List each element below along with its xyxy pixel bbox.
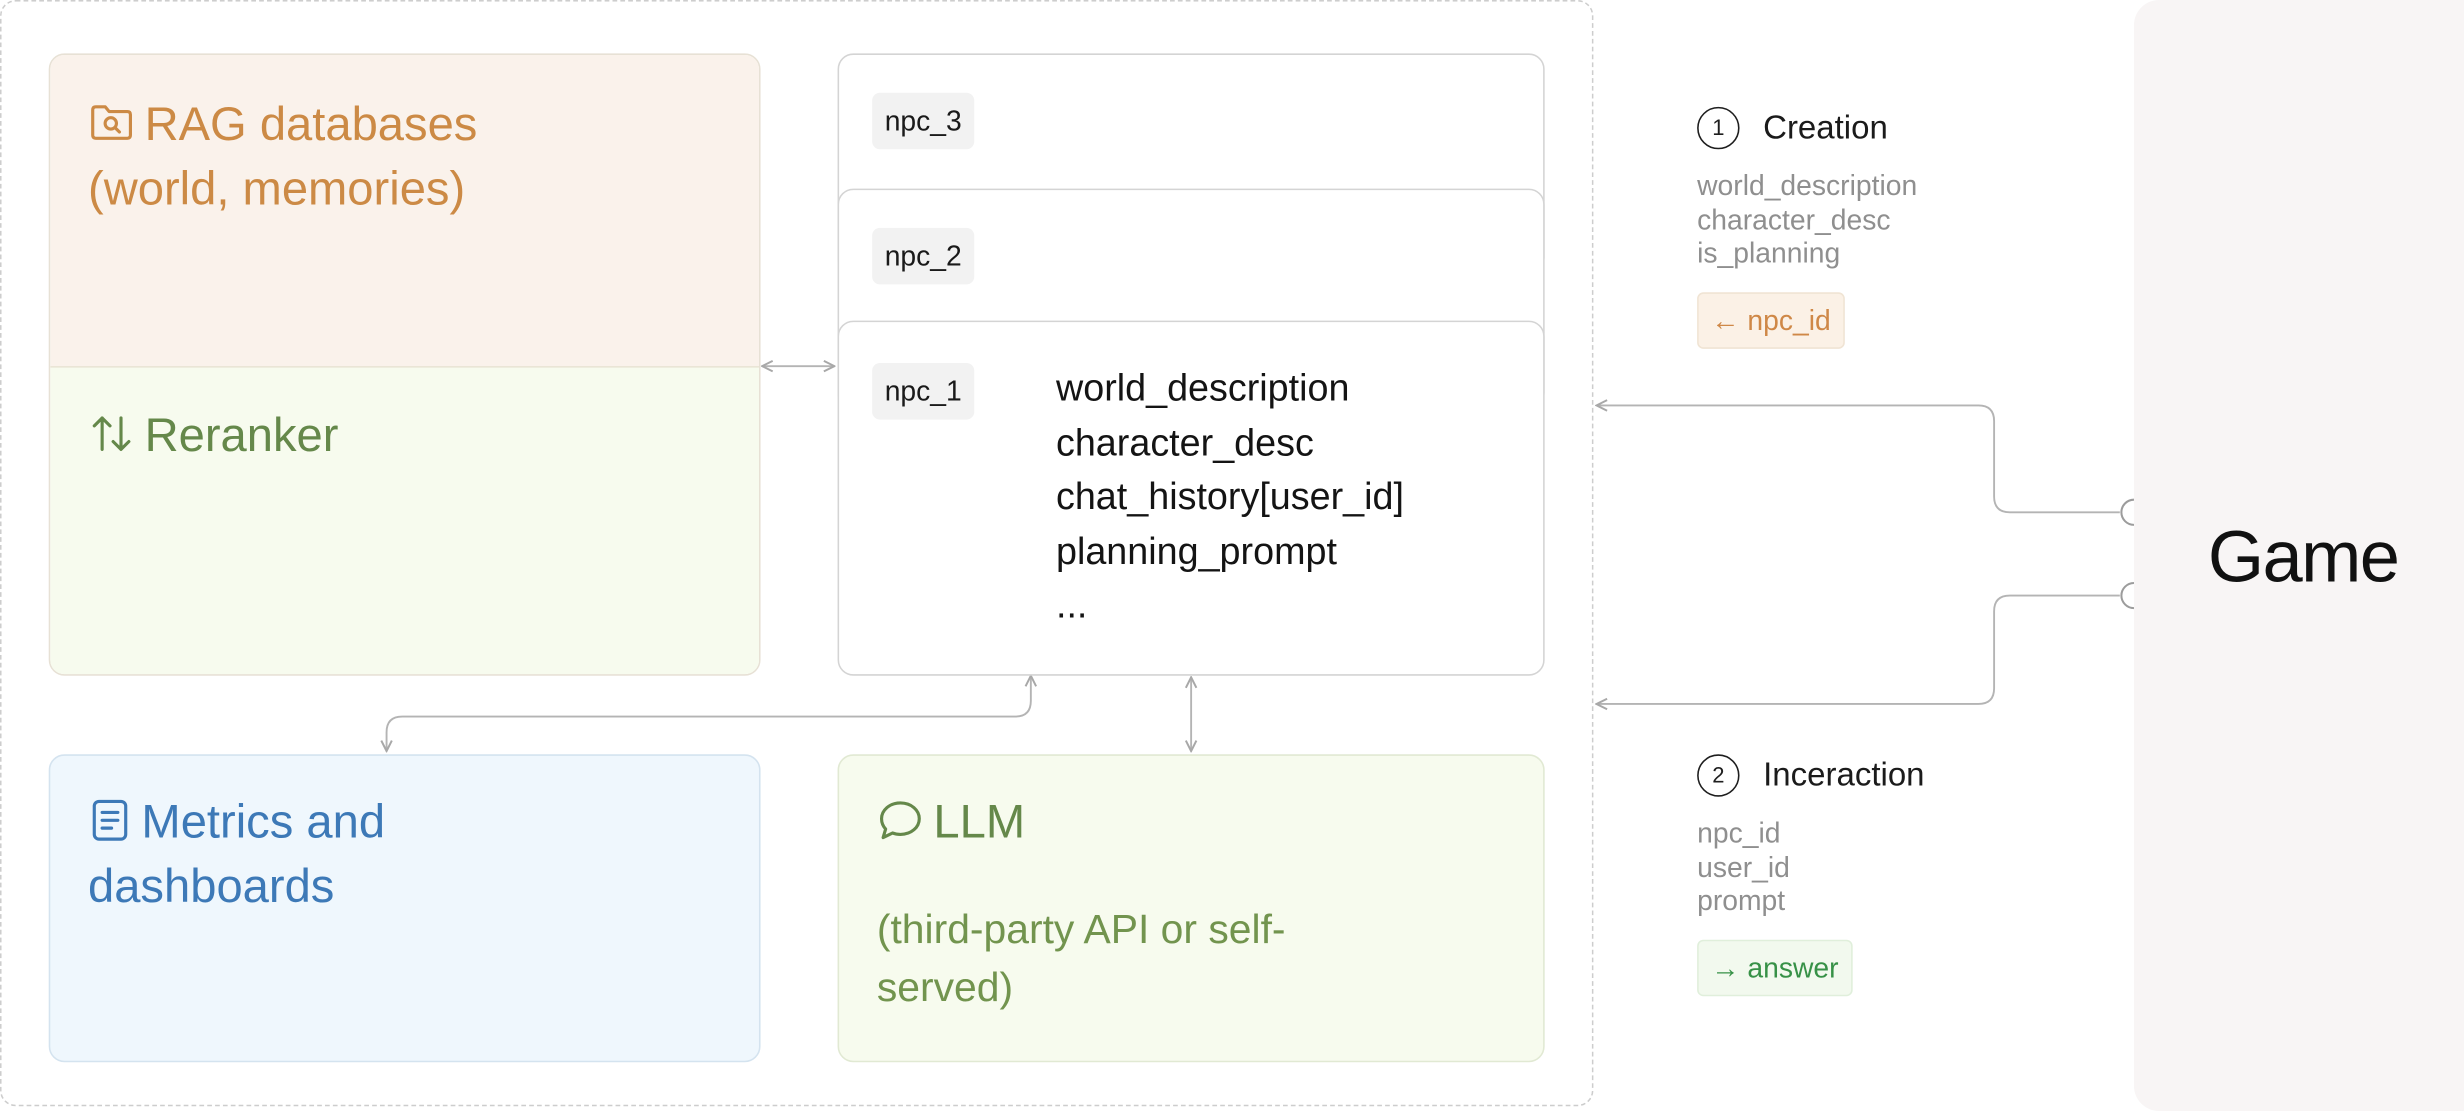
step-number-1: 1 [1697,106,1740,150]
llm-title: LLM [877,790,1025,854]
npc-field-chat-history: chat_history[user_id] [1055,476,1404,519]
folder-search-icon [91,105,132,140]
npc-tag-2: npc_2 [872,227,975,285]
metrics-title-text: Metrics and dashboards [87,796,386,913]
metrics-panel: Metrics and dashboards [48,754,761,1063]
interaction-params: npc_id user_id prompt [1697,817,1853,918]
npc-card-1[interactable]: npc_1 world_description character_desc c… [837,320,1545,676]
npc-field-list: world_description character_desc chat_hi… [1056,363,1404,634]
rag-reranker-panel: RAG databases (world, memories) Reranker [48,53,761,676]
creation-header: 1 Creation [1697,106,1917,154]
rag-title: RAG databases (world, memories) [88,93,607,222]
npc-tag-1: npc_1 [872,362,975,420]
creation-result-badge: ← npc_id [1697,291,1845,349]
creation-connector [1597,405,2120,514]
llm-subtitle: (third-party API or self-served) [876,905,1286,1011]
llm-title-text: LLM [933,796,1026,849]
game-panel[interactable]: Game [2133,0,2464,1111]
reranker-title-text: Reranker [144,410,339,462]
game-label: Game [2207,515,2400,598]
creation-param-character-desc: character_desc [1697,203,1891,235]
interaction-step: 2 Inceraction npc_id user_id prompt → an… [1697,754,1925,996]
interaction-connector [1597,594,2120,704]
creation-param-world-description: world_description [1697,169,1918,202]
system-boundary [0,0,1594,1107]
rag-section: RAG databases (world, memories) [50,54,759,368]
reranker-title: Reranker [88,404,338,468]
creation-param-is-planning: is_planning [1697,237,1841,269]
interaction-result-badge: → answer [1697,938,1853,996]
reranker-section [50,367,759,675]
npc-field-character-desc: character_desc [1055,421,1314,465]
metrics-title: Metrics and dashboards [88,790,591,919]
creation-params: world_description character_desc is_plan… [1697,170,1917,271]
npc-field-ellipsis: ... [1055,584,1088,627]
npc-field-planning-prompt: planning_prompt [1055,530,1337,573]
document-icon [92,799,128,841]
interaction-param-user-id: user_id [1697,850,1790,883]
creation-step: 1 Creation world_description character_d… [1697,106,1917,349]
npc-metrics-connector [387,676,1031,751]
interaction-title: Inceraction [1763,757,1925,794]
interaction-param-prompt: prompt [1697,884,1786,917]
npc-tag-3: npc_3 [872,92,975,150]
npc-field-world-description: world_description [1055,367,1350,411]
creation-title: Creation [1763,109,1888,147]
interaction-param-npc-id: npc_id [1697,817,1781,849]
rag-title-text: RAG databases (world, memories) [87,98,478,216]
chat-bubble-icon [879,801,921,840]
step-number-2: 2 [1697,754,1740,797]
interaction-header: 2 Inceraction [1697,754,1925,801]
llm-panel: LLM (third-party API or self-served) [837,754,1545,1063]
arrows-up-down-icon [92,416,131,452]
